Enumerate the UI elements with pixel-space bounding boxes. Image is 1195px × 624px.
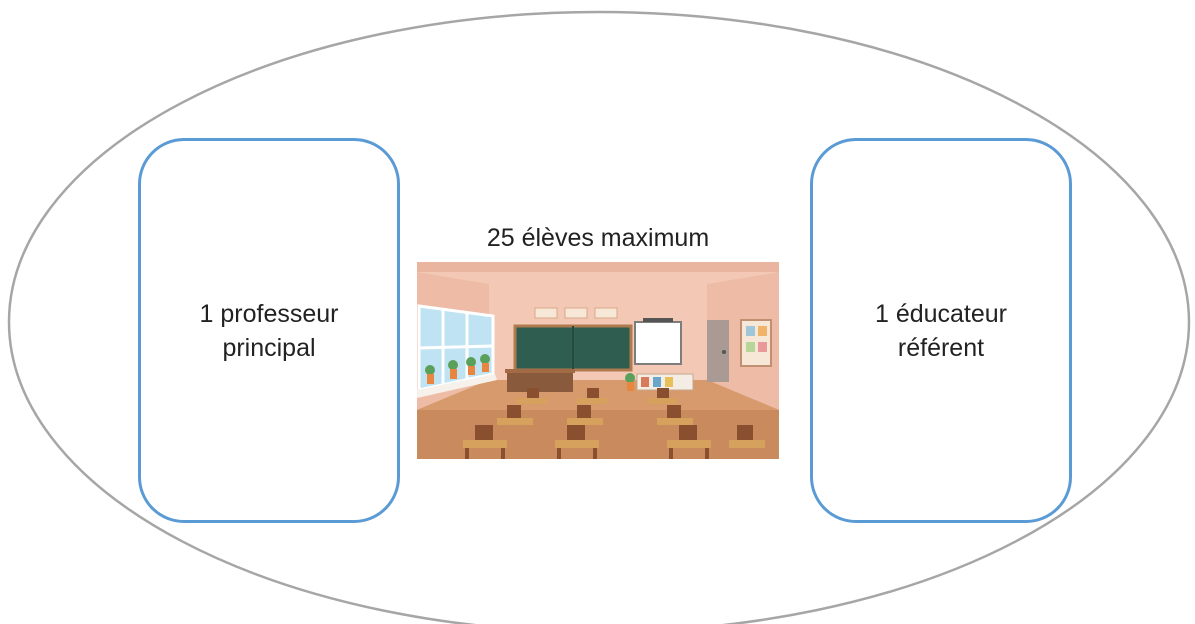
head-teacher-line1: 1 professeur bbox=[199, 299, 339, 328]
head-teacher-box: 1 professeur principal bbox=[138, 138, 400, 523]
head-teacher-line2: principal bbox=[222, 333, 316, 362]
head-teacher-label: 1 professeur principal bbox=[170, 297, 369, 365]
class-size-caption: 25 élèves maximum bbox=[486, 224, 710, 252]
classroom-illustration bbox=[417, 262, 779, 459]
referent-educator-line2: référent bbox=[897, 333, 985, 362]
referent-educator-box: 1 éducateur référent bbox=[810, 138, 1072, 523]
referent-educator-line1: 1 éducateur bbox=[874, 299, 1008, 328]
referent-educator-label: 1 éducateur référent bbox=[845, 297, 1037, 365]
